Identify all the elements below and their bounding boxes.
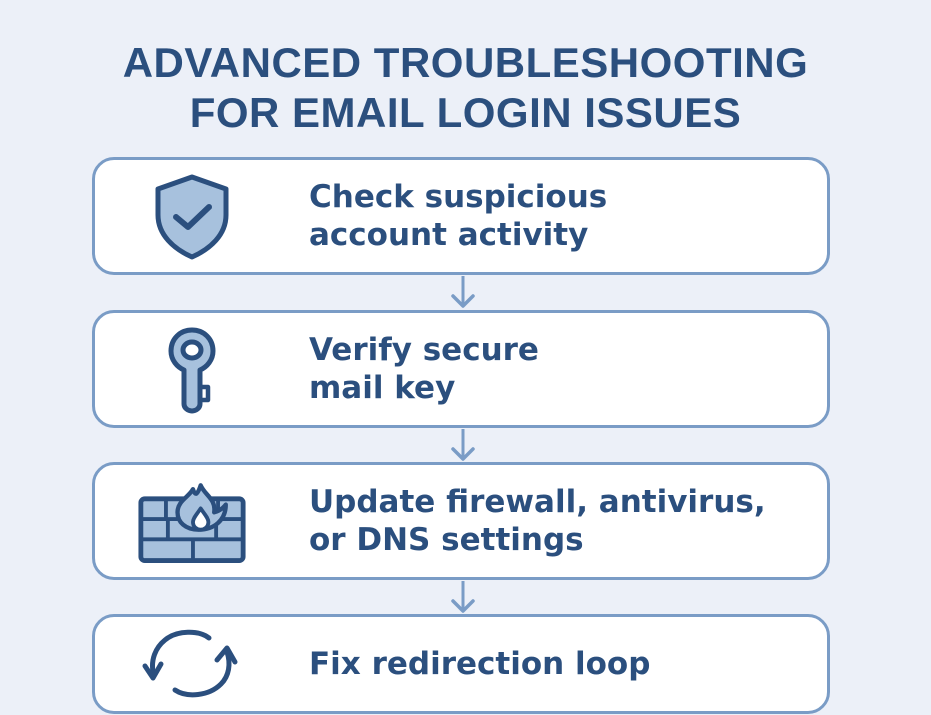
- step-label: Verify secure mail key: [309, 332, 539, 406]
- shield-check-icon: [137, 171, 247, 261]
- arrow-down-icon: [451, 429, 475, 461]
- title-line-2: FOR EMAIL LOGIN ISSUES: [189, 89, 742, 136]
- step-label: Check suspicious account activity: [309, 179, 608, 253]
- arrow-down-icon: [451, 276, 475, 308]
- refresh-loop-icon: [137, 619, 247, 709]
- firewall-icon: [137, 476, 247, 566]
- step-label: Update firewall, antivirus, or DNS setti…: [309, 484, 766, 558]
- page-title: ADVANCED TROUBLESHOOTING FOR EMAIL LOGIN…: [0, 38, 931, 138]
- step-card-check-activity: Check suspicious account activity: [92, 157, 830, 275]
- step-card-fix-redirection: Fix redirection loop: [92, 614, 830, 714]
- key-icon: [137, 324, 247, 414]
- step-label: Fix redirection loop: [309, 646, 651, 682]
- title-line-1: ADVANCED TROUBLESHOOTING: [122, 39, 809, 86]
- step-card-verify-key: Verify secure mail key: [92, 310, 830, 428]
- arrow-down-icon: [451, 581, 475, 613]
- step-card-update-firewall: Update firewall, antivirus, or DNS setti…: [92, 462, 830, 580]
